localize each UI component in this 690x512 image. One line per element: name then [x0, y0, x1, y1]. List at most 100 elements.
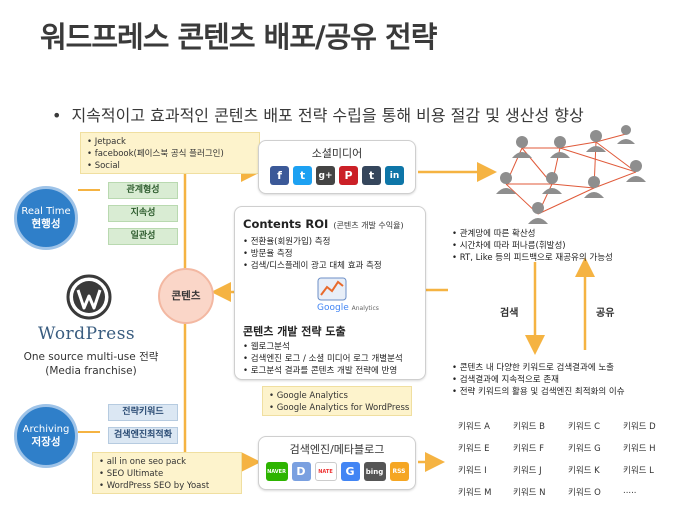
plugin-item: • facebook(페이스북 공식 플러그인) — [87, 149, 224, 159]
google-analytics-logo: Google Analytics — [317, 277, 397, 317]
daum-icon[interactable]: D — [291, 462, 311, 481]
search-arrow-label: 검색 — [500, 308, 519, 319]
person-icon — [512, 136, 532, 158]
keyword-item: 키워드 J — [513, 466, 542, 476]
ga-logo-analytics: Analytics — [351, 305, 379, 312]
plugin-item: • all in one seo pack — [99, 457, 187, 467]
person-icon — [528, 202, 548, 224]
search-note: • 검색결과에 지속적으로 존재 — [452, 375, 559, 385]
plugin-item: • SEO Ultimate — [99, 469, 164, 479]
content-circle: 콘텐츠 — [158, 268, 214, 324]
archiving-label-en: Archiving — [22, 424, 70, 435]
search-icons: NAVER D NATE G bing RSS — [259, 462, 415, 481]
realtime-circle: Real Time 현행성 — [14, 186, 78, 250]
seo-plugins-box: • all in one seo pack • SEO Ultimate • W… — [92, 452, 242, 494]
social-plugins-box: • Jetpack • facebook(페이스북 공식 플러그인) • Soc… — [80, 132, 260, 174]
keyword-item: 키워드 L — [623, 466, 654, 476]
roi-title-note: (콘텐츠 개발 수익율) — [333, 221, 404, 230]
tumblr-icon[interactable]: t — [362, 166, 381, 185]
person-icons — [496, 125, 646, 224]
rss-icon[interactable]: RSS — [389, 462, 409, 481]
social-icons: f t g+ P t in — [259, 166, 415, 185]
roi-item: • 검색/디스플레이 광고 대체 효과 측정 — [243, 261, 382, 271]
google-icon[interactable]: G — [340, 462, 360, 481]
keyword-item: 키워드 N — [513, 488, 546, 498]
person-icon — [584, 176, 604, 198]
person-icon — [542, 172, 562, 194]
archiving-circle: Archiving 저장성 — [14, 404, 78, 468]
search-note: • 전략 키워드의 활용 및 검색엔진 최적화의 이슈 — [452, 387, 625, 397]
search-panel-title: 검색엔진/메타블로그 — [289, 443, 385, 456]
person-icon — [550, 136, 570, 158]
realtime-label-ko: 현행성 — [31, 218, 61, 230]
keyword-item: 키워드 F — [513, 444, 545, 454]
network-note: • RT, Like 등의 피드백으로 재공유의 가능성 — [452, 253, 613, 263]
ga-logo-text: Google Analytics — [317, 303, 397, 313]
person-icon — [617, 125, 635, 144]
dev-strategy-title: 콘텐츠 개발 전략 도출 — [243, 325, 346, 338]
roi-item: • 방문율 측정 — [243, 249, 293, 259]
tag-seo: 검색엔진최적화 — [108, 427, 178, 444]
dev-item: • 검색엔진 로그 / 소셜 미디어 로그 개별분석 — [243, 354, 403, 364]
keyword-item: 키워드 I — [458, 466, 487, 476]
wordpress-logo-text: WordPress — [38, 324, 136, 344]
pinterest-icon[interactable]: P — [339, 166, 358, 185]
dev-item: • 로그분석 결과를 콘텐츠 개발 전략에 반영 — [243, 366, 398, 376]
keyword-item: 키워드 C — [568, 422, 601, 432]
ga-plugins-box: • Google Analytics • Google Analytics fo… — [262, 386, 412, 416]
caption-line: One source multi-use 전략 — [23, 351, 159, 363]
contents-roi-panel: Contents ROI (콘텐츠 개발 수익율) • 전환율(회원가입) 측정… — [234, 206, 426, 380]
nate-icon[interactable]: NATE — [314, 462, 337, 481]
plugin-item: • WordPress SEO by Yoast — [99, 481, 210, 491]
keyword-item: 키워드 B — [513, 422, 545, 432]
ga-logo-google: Google — [317, 303, 349, 313]
keyword-item: 키워드 H — [623, 444, 656, 454]
naver-icon[interactable]: NAVER — [265, 462, 288, 481]
network-note: • 관계망에 따른 확산성 — [452, 229, 536, 239]
caption-line: (Media franchise) — [45, 365, 137, 377]
analytics-chart-icon — [317, 277, 347, 301]
person-icon — [626, 160, 646, 182]
realtime-label-en: Real Time — [21, 206, 71, 217]
keyword-item: ..... — [623, 486, 637, 496]
keyword-grid: 키워드 A 키워드 B 키워드 C 키워드 D 키워드 E 키워드 F 키워드 … — [458, 420, 678, 498]
keyword-item: 키워드 G — [568, 444, 601, 454]
network-notes: • 관계망에 따른 확산성 • 시간차에 따라 퍼나름(휘발성) • RT, L… — [452, 228, 613, 264]
keyword-item: 키워드 D — [623, 422, 656, 432]
roi-title: Contents ROI — [243, 217, 329, 231]
roi-heading: Contents ROI (콘텐츠 개발 수익율) — [243, 213, 417, 232]
wordpress-logo — [66, 274, 112, 320]
keyword-item: 키워드 E — [458, 444, 490, 454]
bullet-icon: • — [52, 106, 62, 125]
tag-continuity: 지속성 — [108, 205, 178, 222]
tag-consistency: 일관성 — [108, 228, 178, 245]
googleplus-icon[interactable]: g+ — [316, 166, 335, 185]
tag-strategy-keyword: 전략키워드 — [108, 404, 178, 421]
page-title: 워드프레스 콘텐츠 배포/공유 전략 — [40, 20, 437, 54]
twitter-icon[interactable]: t — [293, 166, 312, 185]
keyword-item: 키워드 K — [568, 466, 600, 476]
plugin-item: • Jetpack — [87, 137, 126, 147]
plugin-item: • Social — [87, 161, 120, 171]
keyword-item: 키워드 M — [458, 488, 492, 498]
wordpress-caption: One source multi-use 전략 (Media franchise… — [6, 350, 176, 378]
social-media-panel: 소셜미디어 f t g+ P t in — [258, 140, 416, 194]
wordpress-icon — [66, 274, 112, 320]
person-icon — [586, 130, 606, 152]
keyword-item: 키워드 A — [458, 422, 490, 432]
tag-relationship: 관계형성 — [108, 182, 178, 199]
social-network-graph — [496, 125, 646, 224]
network-note: • 시간차에 따라 퍼나름(휘발성) — [452, 241, 566, 251]
social-panel-title: 소셜미디어 — [311, 147, 363, 160]
facebook-icon[interactable]: f — [270, 166, 289, 185]
dev-strategy-items: • 웹로그분석 • 검색엔진 로그 / 소셜 미디어 로그 개별분석 • 로그분… — [243, 341, 403, 377]
roi-item: • 전환율(회원가입) 측정 — [243, 237, 331, 247]
page-subtitle: • 지속적이고 효과적인 콘텐츠 배포 전략 수립을 통해 비용 절감 및 생산성… — [52, 102, 584, 126]
linkedin-icon[interactable]: in — [385, 166, 404, 185]
person-icon — [496, 172, 516, 194]
subtitle-text: 지속적이고 효과적인 콘텐츠 배포 전략 수립을 통해 비용 절감 및 생산성 … — [71, 106, 584, 125]
search-note: • 콘텐츠 내 다양한 키워드로 검색결과에 노출 — [452, 363, 614, 373]
search-notes: • 콘텐츠 내 다양한 키워드로 검색결과에 노출 • 검색결과에 지속적으로 … — [452, 362, 625, 398]
roi-items: • 전환율(회원가입) 측정 • 방문율 측정 • 검색/디스플레이 광고 대체… — [243, 236, 417, 272]
bing-icon[interactable]: bing — [363, 462, 386, 481]
